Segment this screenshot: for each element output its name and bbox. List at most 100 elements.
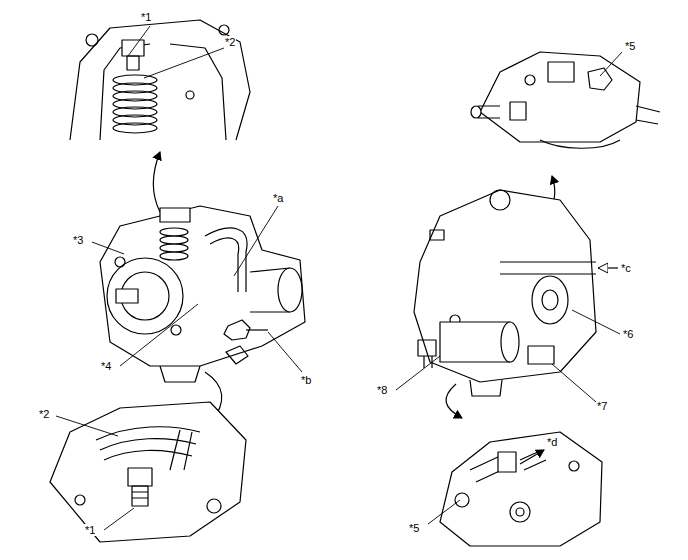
art-shape — [160, 208, 190, 222]
art-shape — [160, 244, 188, 252]
art-shape — [170, 44, 226, 140]
inset-bottom-right — [440, 432, 602, 546]
art-shape — [480, 52, 640, 142]
art-shape — [171, 325, 181, 335]
art-shape — [160, 236, 188, 244]
art-shape — [569, 461, 579, 471]
callout-number: *5 — [624, 40, 636, 52]
callout-number: *6 — [622, 328, 634, 340]
view-arrow — [153, 152, 160, 212]
leader-lines — [56, 26, 622, 530]
art-shape — [588, 68, 612, 90]
art-shape — [160, 252, 188, 260]
art-shape — [430, 230, 444, 240]
art-shape — [525, 75, 535, 85]
art-shape — [219, 25, 229, 35]
art-shape — [428, 500, 460, 524]
art-shape — [540, 140, 620, 148]
art-shape — [132, 486, 148, 506]
art-shape — [234, 206, 278, 276]
art-shape — [278, 268, 302, 312]
art-shape — [528, 346, 554, 364]
callout-number: *5 — [408, 522, 420, 534]
art-shape — [120, 304, 198, 366]
art-shape — [210, 238, 239, 292]
callout-number: *3 — [72, 234, 84, 246]
callout-number: *d — [546, 436, 558, 448]
art-shape — [520, 450, 546, 470]
art-shape — [96, 427, 200, 440]
view-arrow — [446, 384, 462, 418]
flow-arrow — [598, 267, 618, 268]
inset-top-left — [70, 20, 250, 140]
art-shape — [414, 190, 596, 382]
art-shape — [104, 508, 134, 530]
art-shape — [75, 495, 85, 505]
callout-number: *4 — [100, 360, 112, 372]
art-shape — [498, 452, 516, 472]
inset-top-right — [471, 52, 660, 148]
art-shape — [50, 402, 246, 542]
art-shape — [86, 34, 98, 46]
pump-right — [414, 190, 596, 396]
art-shape — [510, 102, 526, 120]
art-shape — [113, 123, 157, 133]
art-shape — [186, 91, 194, 99]
callout-number: *b — [300, 374, 312, 386]
art-shape — [226, 346, 248, 364]
art-shape — [128, 26, 150, 56]
art-shape — [490, 190, 510, 210]
callout-number: *1 — [140, 11, 152, 23]
art-shape — [396, 356, 440, 390]
line-art — [50, 20, 660, 546]
art-shape — [205, 228, 247, 292]
art-shape — [128, 468, 152, 486]
art-shape — [470, 380, 502, 396]
art-shape — [500, 262, 596, 274]
art-shape — [160, 366, 200, 382]
art-shape — [268, 332, 302, 372]
art-shape — [170, 430, 192, 470]
art-shape — [132, 492, 148, 498]
art-shape — [70, 20, 250, 140]
callout-number: *a — [272, 192, 284, 204]
callout-number: *c — [620, 262, 632, 274]
art-shape — [246, 329, 268, 330]
art-shape — [548, 62, 574, 82]
callout-number: *8 — [376, 384, 388, 396]
art-shape — [207, 499, 221, 513]
callout-number: *2 — [38, 408, 50, 420]
callout-number: *2 — [224, 36, 236, 48]
art-shape — [572, 310, 620, 334]
art-shape — [552, 364, 596, 402]
art-shape — [532, 276, 568, 324]
art-shape — [116, 289, 138, 303]
art-shape — [100, 439, 196, 450]
art-shape — [56, 416, 118, 436]
art-shape — [92, 242, 124, 254]
art-shape — [144, 48, 224, 78]
art-shape — [100, 206, 305, 366]
art-shape — [107, 258, 183, 334]
art-shape — [600, 52, 622, 76]
pump-left — [100, 206, 305, 382]
art-shape — [440, 432, 602, 546]
art-shape — [516, 508, 524, 516]
art-shape — [418, 340, 436, 356]
art-shape — [127, 56, 139, 70]
art-shape — [542, 290, 558, 310]
flow-arrow — [520, 450, 544, 464]
callout-number: *7 — [596, 400, 608, 412]
art-shape — [104, 450, 192, 460]
art-shape — [424, 356, 432, 368]
art-shape — [115, 257, 125, 267]
art-shape — [440, 322, 510, 362]
inset-bottom-left — [50, 402, 246, 542]
art-shape — [471, 106, 481, 118]
art-shape — [160, 228, 188, 236]
art-shape — [636, 106, 660, 124]
art-shape — [501, 322, 519, 362]
art-shape — [510, 502, 530, 522]
